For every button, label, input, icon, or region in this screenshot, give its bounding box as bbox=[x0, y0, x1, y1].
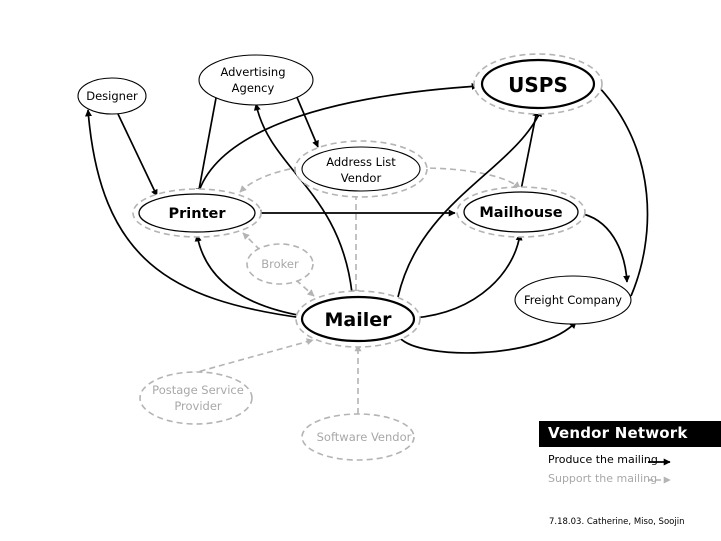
credit-line: 7.18.03. Catherine, Miso, Soojin bbox=[549, 517, 685, 527]
support-edges bbox=[189, 166, 521, 414]
edge-mailer-to-usps bbox=[397, 109, 542, 298]
edge-mailer-to-freight bbox=[399, 321, 577, 354]
edge-postage-to-mailer bbox=[189, 338, 314, 375]
node-mailhouse-label: Mailhouse bbox=[479, 205, 562, 221]
node-postage-service-provider-label-line2: Provider bbox=[174, 399, 222, 413]
edge-adagency-to-printer bbox=[195, 97, 217, 196]
edge-mailer-to-printer bbox=[194, 234, 304, 317]
node-designer-label: Designer bbox=[86, 89, 138, 103]
edge-mailer-to-designer bbox=[85, 109, 304, 319]
node-postage-service-provider: Postage Service Provider bbox=[139, 371, 253, 425]
node-advertising-agency: Advertising Agency bbox=[198, 54, 314, 106]
edge-mailer-to-mailhouse bbox=[413, 233, 523, 319]
node-broker: Broker bbox=[246, 243, 314, 285]
node-postage-service-provider-label-line1: Postage Service bbox=[152, 383, 244, 397]
legend-produce-label: Produce the mailing bbox=[548, 453, 658, 466]
edge-printer-to-usps bbox=[197, 82, 479, 195]
edge-freight-to-usps bbox=[595, 83, 649, 297]
node-freight-company-label: Freight Company bbox=[524, 293, 622, 307]
node-printer-label: Printer bbox=[169, 206, 227, 222]
edge-mailhouse-to-usps bbox=[520, 109, 540, 191]
node-mailer-label: Mailer bbox=[324, 309, 392, 331]
edge-broker-to-printer bbox=[242, 232, 261, 251]
node-designer: Designer bbox=[77, 77, 147, 115]
node-advertising-agency-label-line1: Advertising bbox=[220, 65, 285, 79]
legend-title-bar bbox=[539, 421, 721, 447]
node-advertising-agency-label-line2: Agency bbox=[232, 81, 275, 95]
edge-address-list-to-mailhouse bbox=[419, 167, 521, 189]
legend-title: Vendor Network bbox=[548, 424, 688, 442]
node-freight-company: Freight Company bbox=[514, 275, 632, 325]
legend-support-label: Support the mailing bbox=[548, 472, 658, 485]
node-software-vendor-label: Software Vendor bbox=[317, 430, 412, 444]
edge-adagency-to-address-list bbox=[295, 94, 319, 148]
node-broker-label: Broker bbox=[261, 257, 299, 271]
node-software-vendor: Software Vendor bbox=[301, 413, 415, 461]
produce-edges bbox=[85, 82, 649, 354]
edge-mailer-to-adagency bbox=[253, 103, 353, 294]
edge-designer-to-printer bbox=[117, 113, 158, 197]
node-mailer: Mailer bbox=[295, 290, 421, 348]
node-printer: Printer bbox=[132, 188, 262, 238]
node-address-list-vendor-label-line2: Vendor bbox=[341, 171, 382, 185]
node-address-list-vendor: Address List Vendor bbox=[294, 140, 428, 198]
edge-broker-to-mailer bbox=[295, 279, 315, 297]
node-mailhouse: Mailhouse bbox=[456, 186, 586, 238]
node-usps: USPS bbox=[473, 53, 603, 115]
edge-mailhouse-to-freight bbox=[577, 212, 631, 283]
edge-address-list-to-printer bbox=[239, 166, 301, 193]
node-usps-label: USPS bbox=[508, 73, 568, 97]
node-address-list-vendor-label-line1: Address List bbox=[326, 155, 396, 169]
